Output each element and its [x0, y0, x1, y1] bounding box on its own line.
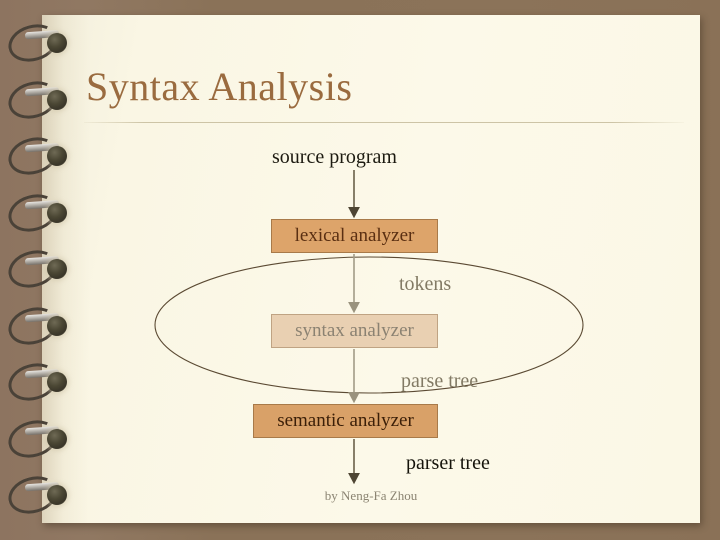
label-parse-tree: parse tree: [401, 370, 479, 392]
label-parser-tree: parser tree: [406, 452, 490, 474]
binding-hole-icon: [47, 259, 67, 279]
binding-hole-icon: [47, 485, 67, 505]
binding-hole-icon: [47, 202, 67, 223]
title-divider: [84, 122, 684, 123]
binding-hole-icon: [47, 33, 67, 53]
binding-hole-icon: [47, 89, 67, 110]
node-lexical-analyzer[interactable]: lexical analyzer: [271, 219, 438, 253]
binding-hole-icon: [47, 146, 67, 166]
binding-hole-icon: [47, 315, 67, 336]
binding-hole-icon: [47, 428, 67, 449]
notebook-paper: Syntax Analysis: [42, 15, 700, 523]
compiler-pipeline-diagram: source program lexical analyzer tokens s…: [42, 15, 700, 523]
page-title: Syntax Analysis: [86, 64, 353, 109]
diagram-vector-layer: [154, 170, 584, 485]
node-semantic-analyzer[interactable]: semantic analyzer: [253, 404, 438, 438]
binding-hole-icon: [47, 372, 67, 392]
highlight-ellipse: [154, 256, 584, 394]
label-tokens: tokens: [399, 273, 452, 295]
author-credit: by Neng-Fa Zhou: [324, 488, 418, 503]
node-syntax-analyzer[interactable]: syntax analyzer: [271, 314, 438, 348]
label-source-program: source program: [272, 146, 397, 168]
